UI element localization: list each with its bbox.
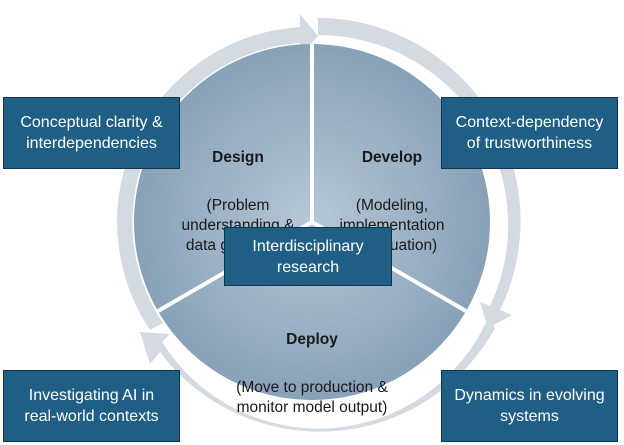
ring-arrow-develop <box>318 18 521 328</box>
ring-arrow-design <box>117 14 319 330</box>
box-conceptual-clarity: Conceptual clarity & interdependencies <box>3 97 180 169</box>
phase-deploy: Deploy (Move to production & monitor mod… <box>222 310 402 418</box>
cycle-ring-arrows <box>117 14 521 432</box>
box-investigating-ai: Investigating AI in real-world contexts <box>3 370 180 442</box>
phase-develop-title: Develop <box>361 149 423 166</box>
phase-deploy-detail: (Move to production & monitor model outp… <box>236 379 388 416</box>
box-context-dependency: Context-dependency of trustworthiness <box>441 97 618 169</box>
center-box-interdisciplinary-research: Interdisciplinary research <box>224 227 392 286</box>
box-dynamics-evolving-systems: Dynamics in evolving systems <box>441 370 618 442</box>
phase-design-title: Design <box>212 149 264 166</box>
phase-deploy-title: Deploy <box>286 331 338 348</box>
